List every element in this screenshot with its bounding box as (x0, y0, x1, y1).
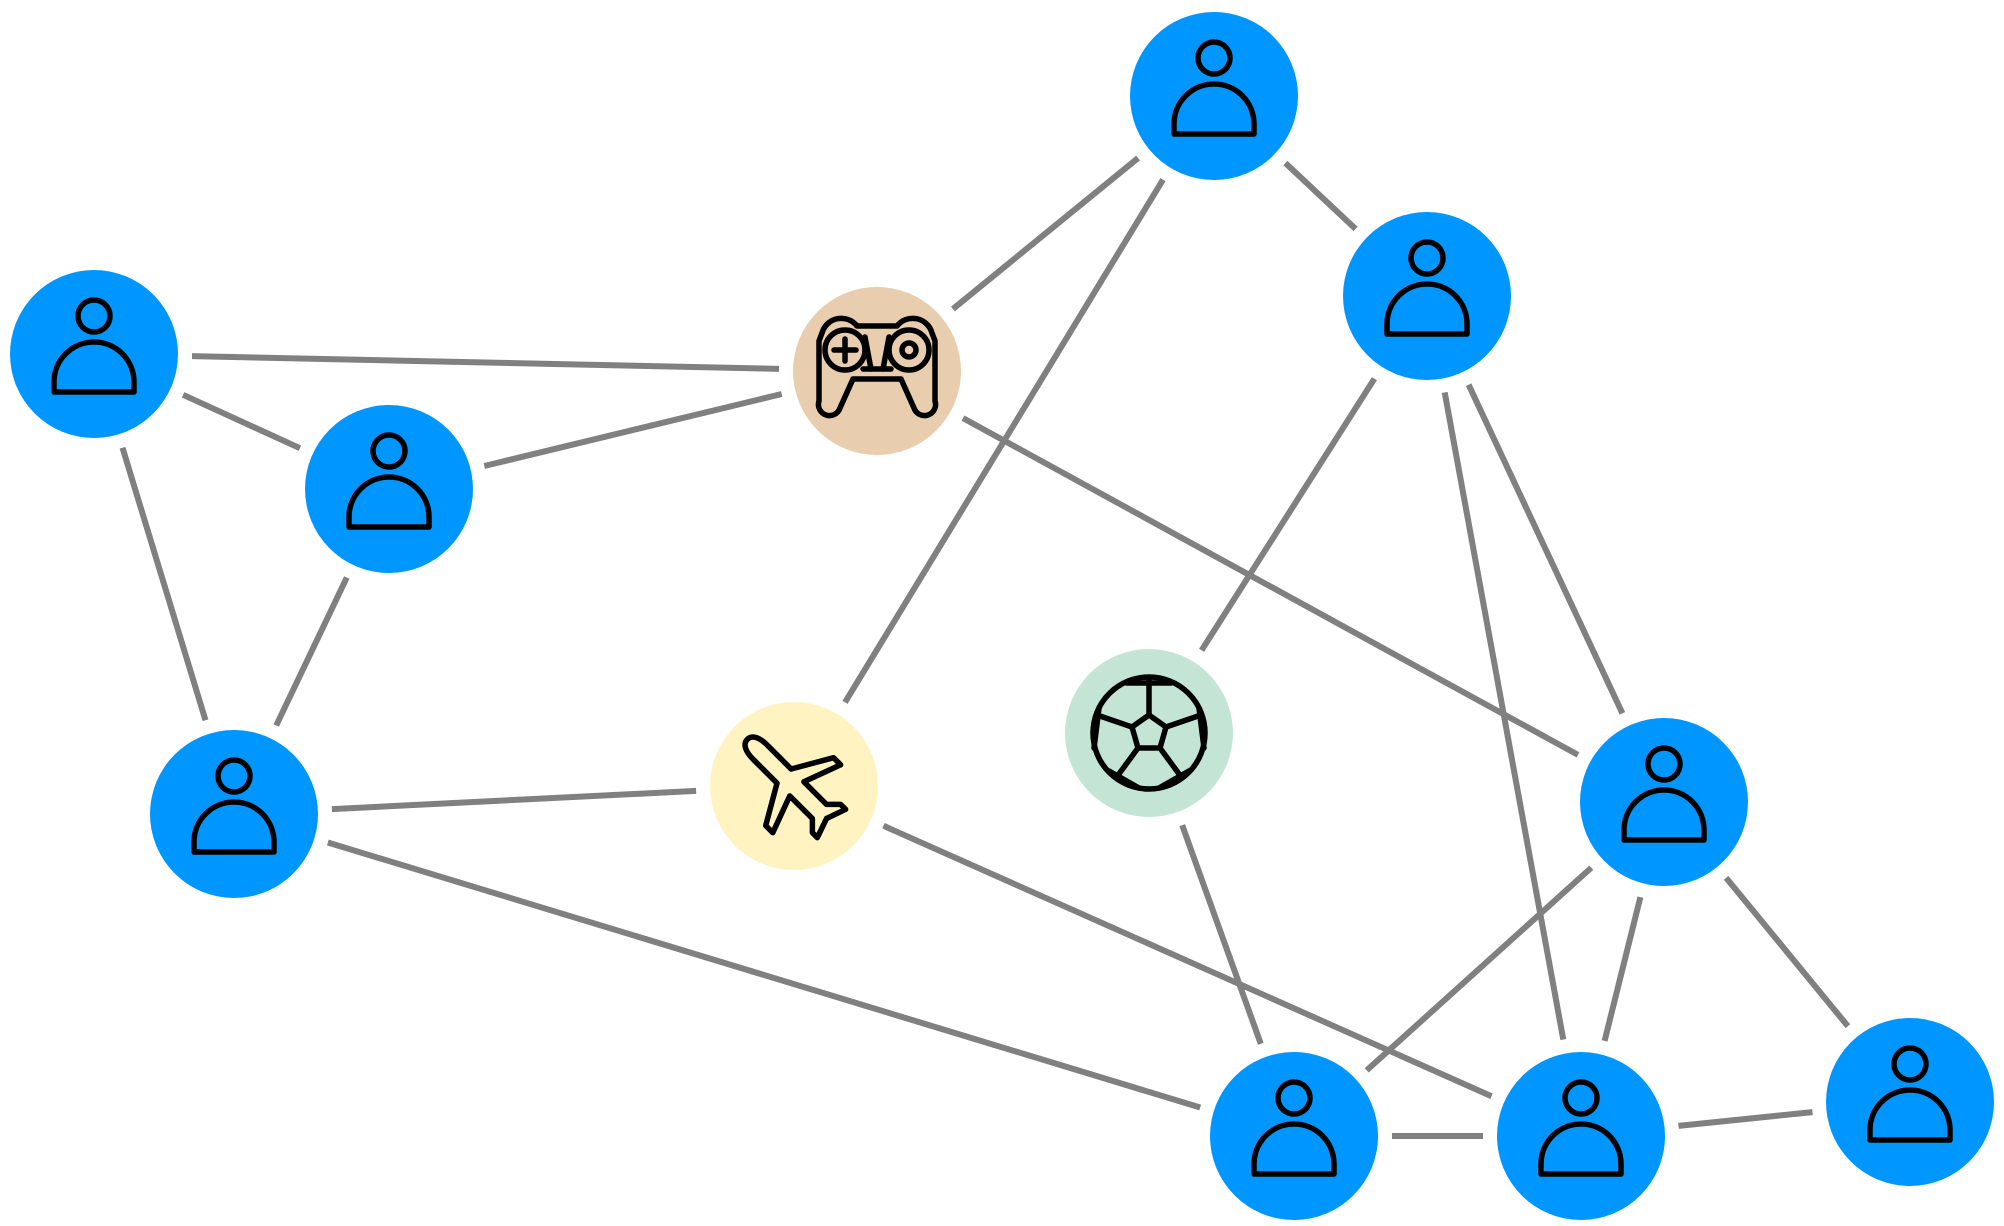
node-circle-person (1210, 1052, 1378, 1220)
node-travel[interactable] (710, 702, 878, 870)
edge-p7-p8 (1364, 865, 1594, 1073)
edge-p2-gaming (483, 391, 783, 469)
node-p5[interactable] (1343, 212, 1511, 380)
edge-p1-p3 (119, 446, 209, 722)
edge-p7-p10 (1723, 875, 1851, 1029)
node-circle-person (1343, 212, 1511, 380)
node-p3[interactable] (150, 730, 318, 898)
node-circle-person (150, 730, 318, 898)
node-p9[interactable] (1497, 1052, 1665, 1220)
edge-gaming-p7 (961, 415, 1580, 758)
node-p4[interactable] (1130, 12, 1298, 180)
node-circle-person (10, 270, 178, 438)
edge-p1-p2 (181, 392, 302, 451)
node-p2[interactable] (305, 405, 473, 573)
node-p7[interactable] (1580, 718, 1748, 886)
node-circle-person (1580, 718, 1748, 886)
edge-travel-p9 (882, 823, 1493, 1099)
nodes-layer (10, 12, 1994, 1220)
node-p8[interactable] (1210, 1052, 1378, 1220)
edge-p9-p10 (1678, 1109, 1813, 1129)
edge-p1-gaming (191, 353, 780, 372)
edge-p3-p8 (326, 839, 1202, 1111)
node-sports[interactable] (1065, 649, 1233, 817)
node-circle-person (1826, 1018, 1994, 1186)
edge-p4-gaming (951, 155, 1140, 312)
edge-p3-travel (331, 787, 697, 813)
edge-p7-p9 (1601, 896, 1644, 1042)
edge-p4-p5 (1283, 160, 1358, 232)
node-circle-person (305, 405, 473, 573)
node-circle-person (1130, 12, 1298, 180)
node-p10[interactable] (1826, 1018, 1994, 1186)
edge-sports-p8 (1179, 824, 1264, 1045)
node-gaming[interactable] (793, 287, 961, 455)
edge-p5-p7 (1465, 383, 1626, 715)
node-circle-person (1497, 1052, 1665, 1220)
node-p1[interactable] (10, 270, 178, 438)
node-circle-sports (1065, 649, 1233, 817)
edge-p2-p3 (273, 576, 350, 727)
node-circle-travel (710, 702, 878, 870)
edges-layer (119, 155, 1851, 1139)
edge-p5-sports (1199, 377, 1377, 652)
